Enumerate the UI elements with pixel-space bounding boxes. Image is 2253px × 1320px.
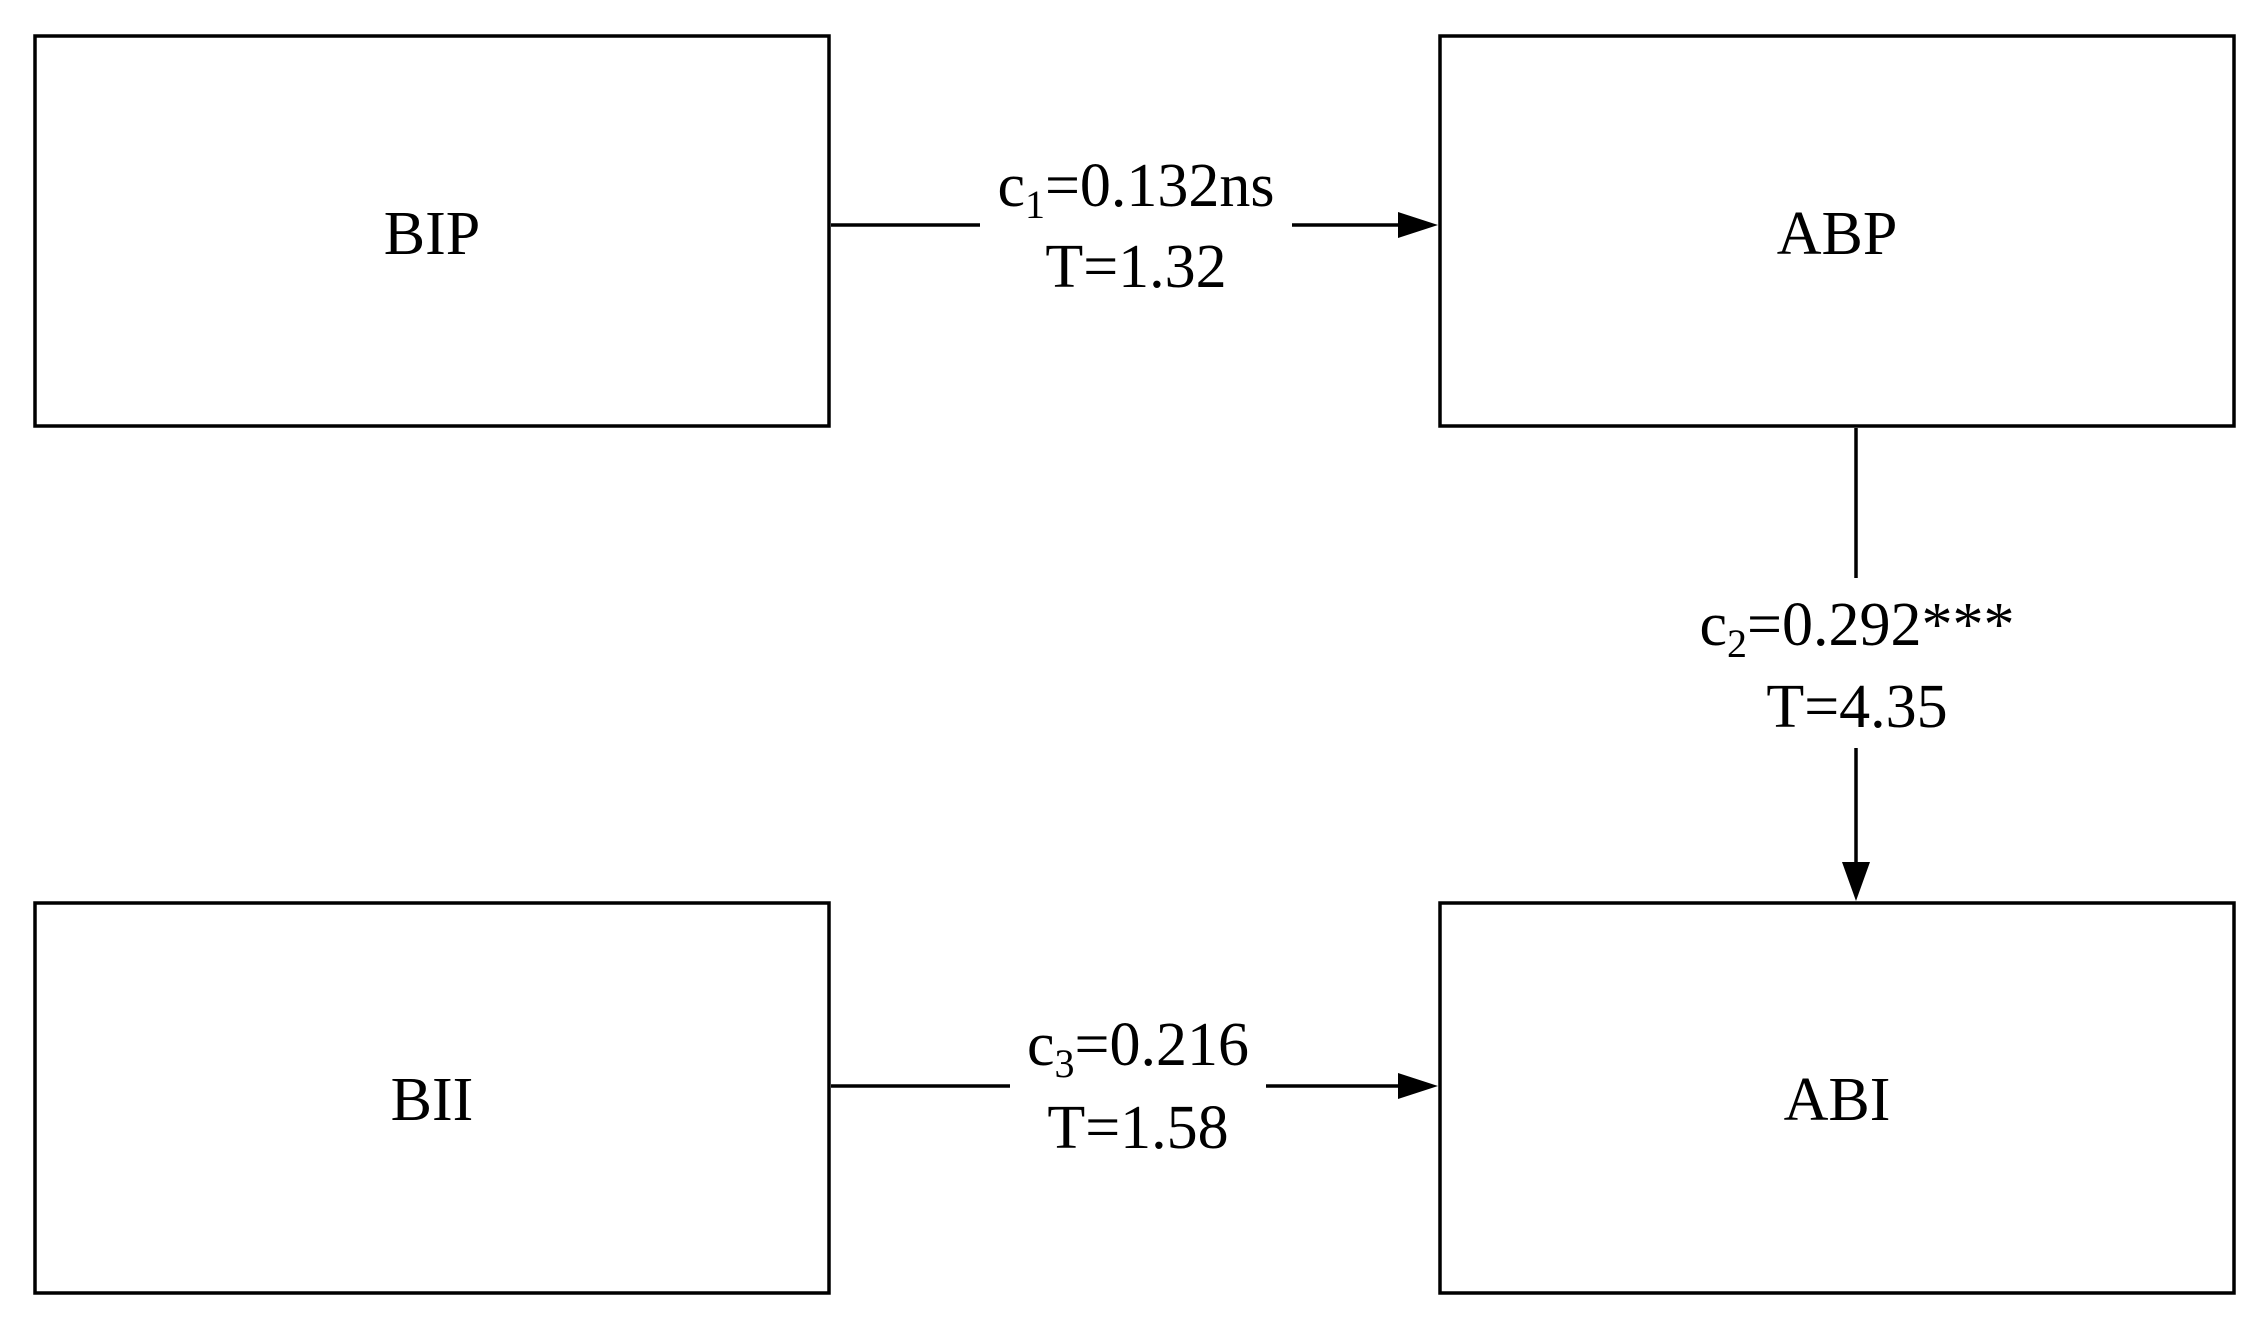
edge-c2-coef-symbol: c (1700, 591, 1728, 659)
edge-c2: c2=0.292*** T=4.35 (1700, 428, 2015, 901)
node-abp: ABP (1438, 34, 2236, 428)
edge-c2-arrowhead (1842, 862, 1870, 901)
edge-c1-coef-subscript: 1 (1025, 182, 1045, 227)
node-bii-box (33, 901, 831, 1295)
edge-c1-coef-value: =0.132ns (1045, 152, 1275, 220)
edge-c3-coef-symbol: c (1027, 1011, 1055, 1079)
edge-c1: c1=0.132ns T=1.32 (831, 152, 1438, 301)
node-bip: BIP (33, 34, 831, 428)
node-abi-label: ABI (1784, 1066, 1891, 1134)
edge-c1-t-value: T=1.32 (1045, 233, 1226, 301)
node-bii: BII (33, 901, 831, 1295)
node-abp-label: ABP (1777, 200, 1898, 268)
edge-c3-t-value: T=1.58 (1047, 1094, 1228, 1162)
node-abi: ABI (1438, 901, 2236, 1295)
edge-c3-arrowhead (1398, 1073, 1438, 1099)
edge-c2-t-value: T=4.35 (1766, 673, 1947, 741)
edge-c2-coef-value: =0.292*** (1747, 591, 2014, 659)
edge-c1-coefficient: c1=0.132ns (997, 152, 1274, 227)
node-bip-box (33, 34, 831, 428)
node-abi-box (1438, 901, 2236, 1295)
edge-c1-coef-symbol: c (997, 152, 1025, 220)
node-abp-box (1438, 34, 2236, 428)
edge-c3-coef-value: =0.216 (1075, 1011, 1249, 1079)
node-bii-label: BII (391, 1066, 474, 1134)
edge-c3: c3=0.216 T=1.58 (831, 1011, 1438, 1162)
edge-c2-coefficient: c2=0.292*** (1700, 591, 2015, 666)
edge-c3-coef-subscript: 3 (1055, 1041, 1075, 1086)
edge-c1-arrowhead (1398, 212, 1438, 238)
edge-c2-coef-subscript: 2 (1727, 621, 1747, 666)
edge-c3-coefficient: c3=0.216 (1027, 1011, 1249, 1086)
node-bip-label: BIP (384, 200, 480, 268)
